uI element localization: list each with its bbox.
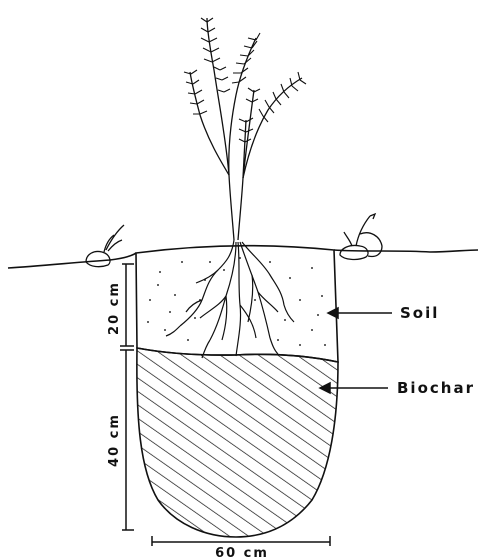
soil-depth-label: 20 cm xyxy=(107,281,122,335)
biochar-label: Biochar xyxy=(397,379,475,397)
width-label: 60 cm xyxy=(215,546,269,559)
planting-pit xyxy=(136,246,338,537)
biochar-depth-label: 40 cm xyxy=(107,413,122,467)
right-rock-grass xyxy=(340,214,382,259)
soil-layer xyxy=(136,246,338,362)
soil-label: Soil xyxy=(400,304,439,322)
biochar-layer xyxy=(137,348,338,537)
